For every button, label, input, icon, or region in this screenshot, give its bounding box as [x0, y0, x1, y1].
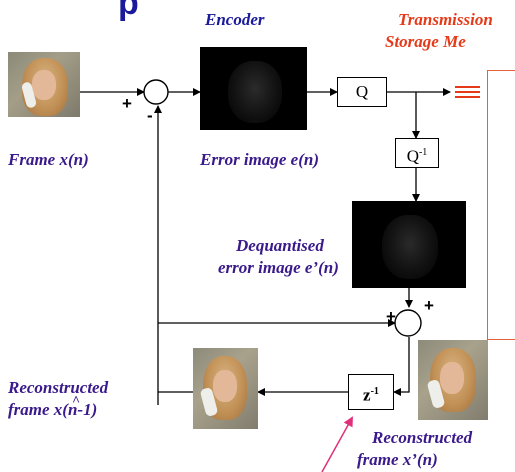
sum2-plus-left-sign: +: [386, 307, 396, 326]
summing-junction-input: [144, 80, 168, 104]
reconstructed-previous-frame-image: [193, 348, 258, 429]
dequantised-label-line1: Dequantised: [236, 236, 324, 255]
dequantised-error-image: [352, 201, 466, 288]
frame-x-label: Frame x(n): [8, 150, 89, 169]
storage-heading: Storage Me: [385, 32, 466, 51]
reconstructed-previous-hat: ^: [72, 394, 81, 409]
summing-junction-reconstruction: [395, 310, 421, 336]
quantizer-label: Q: [355, 82, 369, 101]
reconstructed-previous-label-line1: Reconstructed: [8, 378, 109, 397]
dequantised-label-line2: error image e’(n): [218, 258, 339, 277]
title-fragment: p: [118, 0, 139, 22]
error-image-label: Error image e(n): [200, 150, 319, 169]
reconstructed-current-label-line1: Reconstructed: [372, 428, 473, 447]
inverse-quantizer-label: Q: [406, 146, 419, 166]
delay-block: z-1: [348, 374, 394, 410]
reconstructed-current-label-line2: frame x’(n): [357, 450, 438, 469]
reconstructed-current-frame-image: [418, 340, 488, 420]
input-frame-image: [8, 52, 80, 117]
inverse-quantizer-block: Q-1: [395, 138, 439, 168]
sum2-plus-top-sign: +: [424, 296, 434, 315]
sum1-minus-sign: -: [147, 106, 153, 125]
transmission-heading: Transmission: [398, 10, 493, 29]
quantizer-block: Q: [337, 77, 387, 107]
encoder-heading: Encoder: [205, 10, 265, 29]
error-image: [200, 47, 307, 130]
delay-label: z: [363, 385, 371, 405]
reconstructed-previous-label-line2: frame x(n-1): [8, 400, 98, 419]
delay-exponent: -1: [370, 386, 379, 397]
inverse-quantizer-exponent: -1: [418, 147, 428, 158]
sum1-plus-sign: +: [122, 94, 132, 113]
transmission-panel: [487, 70, 515, 340]
